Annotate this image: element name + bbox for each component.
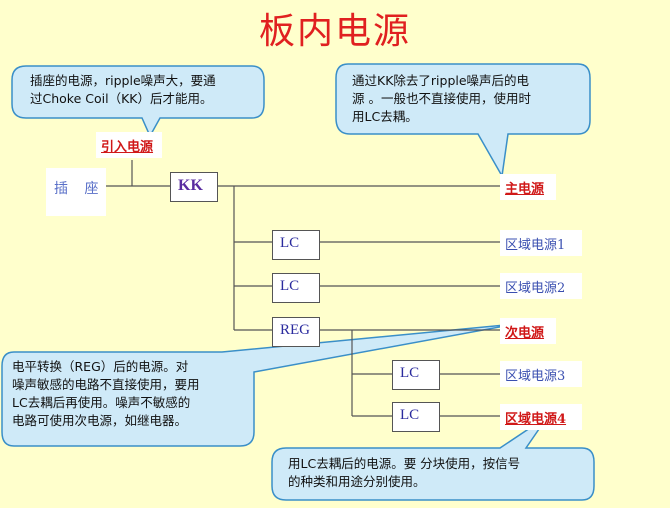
callout-line: 电路可使用次电源，如继电器。: [12, 413, 188, 428]
callout-line: 过Choke Coil（KK）后才能用。: [30, 91, 213, 106]
callout-top-right-shape: [335, 63, 591, 179]
lc-box-2: LC: [272, 273, 320, 303]
callout-bottom-right-shape: [271, 415, 595, 501]
callout-line: 噪声敏感的电路不直接使用，要用: [12, 377, 200, 392]
zone-power-2-label: 区域电源2: [500, 273, 582, 299]
zone-power-4-label: 区域电源4: [500, 404, 582, 430]
secondary-power-label: 次电源: [500, 318, 556, 344]
callout-line: LC去耦后再使用。噪声不敏感的: [12, 395, 191, 410]
callout-line: 通过KK除去了ripple噪声后的电: [352, 73, 530, 88]
kk-choke-box: KK: [170, 172, 218, 202]
inlet-power-label: 引入电源: [96, 132, 162, 158]
callout-bottom-left: 电平转换（REG）后的电源。对 噪声敏感的电路不直接使用，要用 LC去耦后再使用…: [12, 358, 252, 430]
callout-line: 的种类和用途分别使用。: [288, 474, 426, 489]
callout-line: 插座的电源，ripple噪声大，要通: [30, 73, 216, 88]
socket-node: 插 座: [46, 168, 106, 216]
callout-top-left-shape: [11, 65, 265, 138]
zone-power-1-label: 区域电源1: [500, 230, 582, 256]
reg-box: REG: [272, 317, 320, 347]
callout-top-right: 通过KK除去了ripple噪声后的电 源 。一般也不直接使用，使用时 用LC去耦…: [352, 72, 588, 126]
callout-bottom-left-shape: [1, 323, 517, 447]
callout-line: 源 。一般也不直接使用，使用时: [352, 91, 531, 106]
lc-box-1: LC: [272, 230, 320, 260]
wiring: [106, 160, 500, 417]
callout-bottom-right: 用LC去耦后的电源。要 分块使用，按信号 的种类和用途分别使用。: [288, 455, 592, 491]
callout-line: 用LC去耦后的电源。要 分块使用，按信号: [288, 456, 521, 471]
callout-line: 用LC去耦。: [352, 109, 418, 124]
lc-box-4: LC: [392, 402, 440, 432]
page-title: 板内电源: [258, 11, 411, 52]
callout-top-left: 插座的电源，ripple噪声大，要通 过Choke Coil（KK）后才能用。: [30, 72, 260, 108]
main-power-label: 主电源: [500, 174, 556, 200]
lc-box-3: LC: [392, 360, 440, 390]
zone-power-3-label: 区域电源3: [500, 361, 582, 387]
callout-line: 电平转换（REG）后的电源。对: [12, 359, 189, 374]
